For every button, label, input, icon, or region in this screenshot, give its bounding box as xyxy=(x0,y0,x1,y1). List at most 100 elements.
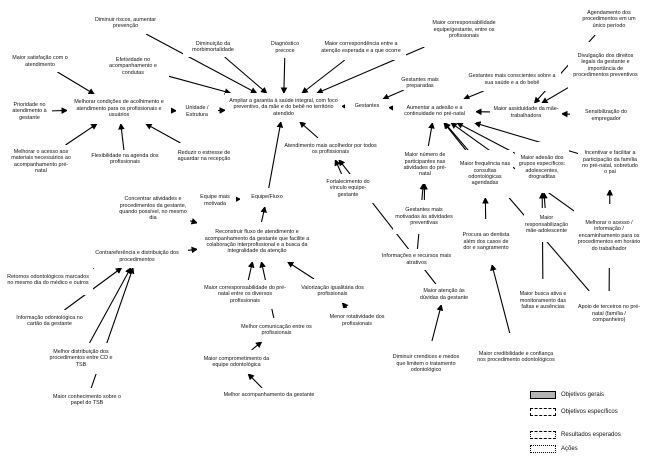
connector-arrow xyxy=(427,121,435,147)
node-text: Retornos odontológicos marcados no mesmo… xyxy=(7,273,89,286)
connector-arrow xyxy=(456,122,516,154)
node-text: Maior atenção às dúvidas da gestante xyxy=(419,288,469,301)
node-text: Equipe mais motivada xyxy=(200,194,230,207)
result-fortalecimento-vinculo: Fortalecimento do vínculo equipe-gestant… xyxy=(318,174,378,203)
goal-unidade-estrutura: Unidade / Estrutura xyxy=(176,101,218,122)
result-maior-numero-participantes: Maior número de participantes nas ativid… xyxy=(397,146,453,184)
result-gestantes-conscientes: Gestantes mais conscientes sobre a sua s… xyxy=(463,68,561,91)
node-text: Diminuir riscos, aumentar prevenção xyxy=(94,16,157,29)
goal-ampliar-garantia: Ampliar a garantia à saúde integral, com… xyxy=(225,93,342,122)
connector-arrow xyxy=(431,303,444,342)
connector-arrow xyxy=(57,71,95,95)
connector-arrow xyxy=(260,205,267,223)
connector-arrow xyxy=(65,123,98,146)
connector-arrow xyxy=(251,341,263,351)
connector-arrow xyxy=(168,75,232,95)
connector-arrow xyxy=(145,33,258,94)
action-informacoes-recursos: Informações e recursos mais atrativos xyxy=(379,249,454,270)
connector-arrow xyxy=(299,121,319,139)
objective-reconstruir-fluxo: Reconstruir fluxo de atendimento e acomp… xyxy=(197,222,317,262)
node-text: Melhorar o acesso / informação / encamin… xyxy=(577,220,641,252)
connector-arrow xyxy=(280,57,288,95)
node-text: Maior conhecimento sobre o papel do TSB xyxy=(52,393,122,406)
node-text: Concentrar atividades e procedimentos da… xyxy=(119,196,187,222)
result-equipe-motivada: Equipe mais motivada xyxy=(194,190,236,211)
node-text: Maior responsabilização mãe-adolescente xyxy=(524,215,569,235)
result-reduzir-estresse: Reduzir o estresse de aguardar na recepç… xyxy=(174,143,234,169)
goal-gestantes: Gestantes xyxy=(345,99,389,113)
result-maior-conhecimento-tsb: Maior conhecimento sobre o papel do TSB xyxy=(46,388,128,412)
action-agendamento-procedimentos: Agendamento dos procedimentos em um únic… xyxy=(575,4,643,35)
goal-equipe-fluxo: Equipe/Fluxo xyxy=(240,188,294,207)
connector-arrow xyxy=(382,89,405,100)
objective-aumentar-adesao: Aumentar a adesão e a continuidade no pr… xyxy=(393,99,476,123)
connector-arrow xyxy=(247,373,263,389)
node-text: Melhorar o acesso aos materiais necessár… xyxy=(11,148,71,174)
result-maior-correspondencia: Maior correspondência entre a atenção es… xyxy=(316,35,406,60)
goal-maior-corresponsabilidade: Maior corresponsabilidade equipe/gestant… xyxy=(420,13,508,47)
result-maior-assiduidade: Maior assiduidade da mãe-trabalhadora xyxy=(490,103,562,122)
node-text: Sensibilização do empregador xyxy=(585,109,627,122)
node-text: Gestantes mais preparadas xyxy=(401,76,439,89)
result-apoio-terceiros: Apoio de terceiros no pré-natal (família… xyxy=(574,291,644,337)
node-text: Ampliar a garantia à saúde integral, com… xyxy=(229,97,338,117)
result-melhor-distribuicao: Melhor distribuição dos procedimentos en… xyxy=(46,343,116,374)
legend-swatch-acao xyxy=(530,445,556,453)
node-text: Agendamento dos procedimentos em um únic… xyxy=(582,9,636,29)
action-informacao-odontologica: Informação odontológica no cartão da ges… xyxy=(7,310,92,332)
connector-arrow xyxy=(334,158,343,175)
connector-arrow xyxy=(286,261,315,280)
result-gestantes-preparadas: Gestantes mais preparadas xyxy=(387,76,453,90)
result-maior-corresponsabilidade-prenatal: Maior corresponsabilidade do pré-natal e… xyxy=(201,280,289,309)
action-concentrar-atividades: Concentrar atividades e procedimentos da… xyxy=(116,186,190,232)
result-melhor-acompanhamento: Melhor acompanhamento da gestante xyxy=(218,388,320,402)
node-text: Reconstruir fluxo de atendimento e acomp… xyxy=(204,229,310,255)
connector-arrow xyxy=(189,218,199,225)
result-diminuir-riscos: Diminuir riscos, aumentar prevenção xyxy=(88,12,163,34)
node-text: Melhorar condições de acolhimento e aten… xyxy=(74,99,164,119)
result-maior-satisfacao: Maior satisfação com o atendimento xyxy=(7,51,73,72)
connector-arrow xyxy=(89,267,132,344)
node-text: Maior credibilidade e confiança nos proc… xyxy=(477,350,555,363)
result-diminuir-crendices: Diminuir crendices e medos que limitem o… xyxy=(390,341,462,387)
node-text: Maior correspondência entre a atenção es… xyxy=(321,41,401,54)
result-menor-rotatividade: Menor rotatividade dos profissionais xyxy=(325,308,389,333)
node-text: Atendimento mais acolhedor por todos os … xyxy=(284,142,377,155)
goal-diminuicao-morbimortalidade: Diminuição da morbimortalidade xyxy=(183,37,243,57)
node-text: Contrareferência e distribuição dos proc… xyxy=(95,250,179,263)
node-text: Incentivar e facilitar a participação da… xyxy=(582,150,638,176)
objective-contrareferencia: Contrareferência e distribuição dos proc… xyxy=(86,245,188,268)
result-diagnostico-precoce: Diagnóstico precoce xyxy=(259,37,311,58)
node-text: Maior assiduidade da mãe-trabalhadora xyxy=(493,106,559,119)
node-text: Maior número de participantes nas ativid… xyxy=(403,152,447,178)
result-efetividade: Efetividade no acompanhamento e condutas xyxy=(97,53,169,80)
node-text: Diminuição da morbimortalidade xyxy=(192,40,234,53)
result-melhor-comunicacao: Melhor comunicação entre os profissionai… xyxy=(238,318,315,342)
connector-arrow xyxy=(463,90,484,100)
node-text: Maior corresponsabilidade equipe/gestant… xyxy=(432,20,496,40)
node-text: Efetividade no acompanhamento e condutas xyxy=(109,56,157,76)
result-maior-frequencia-consultas: Maior frequência nas consultas odontológ… xyxy=(457,150,513,198)
action-maior-busca-ativa: Maior busca ativa e monitoramento das fa… xyxy=(517,279,569,323)
node-text: Divulgação dos direitos legais da gestan… xyxy=(573,52,638,78)
connector-arrow xyxy=(224,56,268,94)
node-text: Fortalecimento do vínculo equipe-gestant… xyxy=(326,178,370,198)
result-maior-atencao-duvidas: Maior atenção às dúvidas da gestante xyxy=(412,284,476,305)
connector-arrow xyxy=(301,59,346,94)
connector-arrow xyxy=(316,46,425,94)
node-text: Diminuir crendices e medos que limitem o… xyxy=(392,354,460,374)
connector-arrow xyxy=(490,263,511,334)
result-prioridade-atendimento: Prioridade no atendimento à gestante xyxy=(7,95,52,128)
legend-swatch-especifico xyxy=(530,408,556,416)
action-divulgacao-direitos: Divulgação dos direitos legais da gestan… xyxy=(568,42,643,89)
node-text: Informação odontológica no cartão da ges… xyxy=(16,314,83,327)
node-text: Gestantes mais motivadas às atividades p… xyxy=(395,207,453,227)
node-text: Prioridade no atendimento à gestante xyxy=(12,101,47,121)
result-gestantes-motivadas: Gestantes mais motivadas às atividades p… xyxy=(393,200,455,234)
node-text: Gestantes xyxy=(354,102,380,109)
action-retornos-odontologicos: Retornos odontológicos marcados no mesmo… xyxy=(3,265,93,295)
node-text: Melhor comunicação entre os profissionai… xyxy=(241,323,312,336)
connector-arrow xyxy=(268,120,284,189)
result-procura-dentista: Procura ao dentista além dos casos de do… xyxy=(458,219,514,265)
